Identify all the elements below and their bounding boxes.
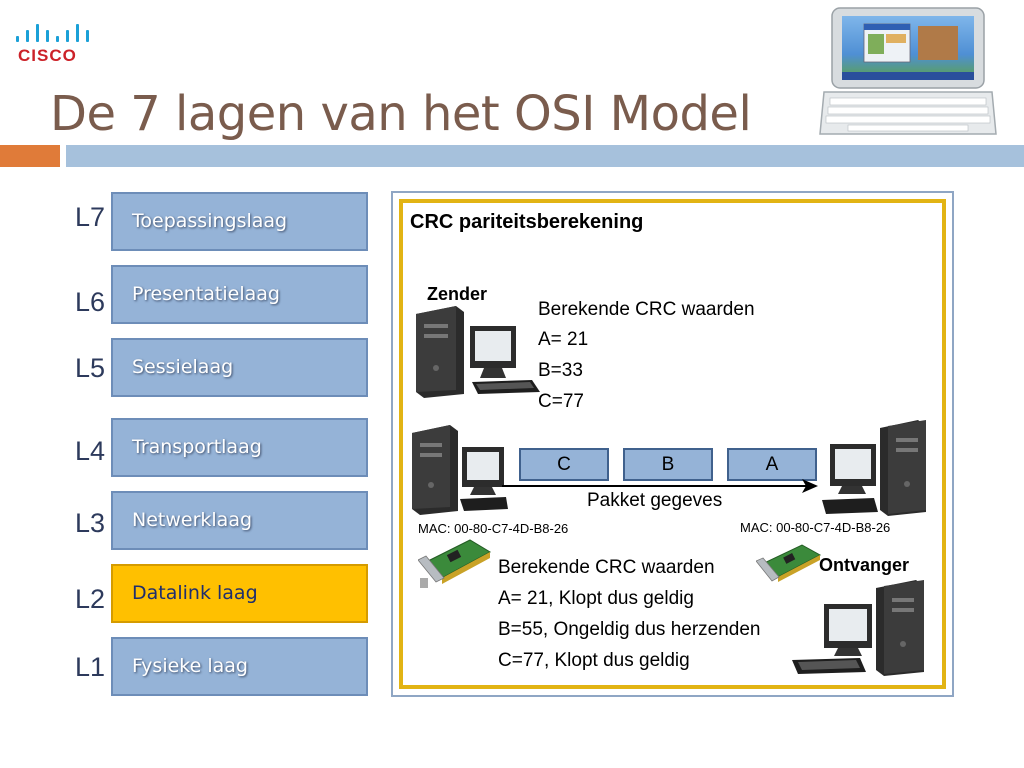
layer-tag-l3: L3 [74, 508, 106, 538]
layer-l2-box: Datalink laag [111, 564, 368, 623]
layer-tag-l5: L5 [74, 353, 106, 383]
receiver-crc-value: A= 21, Klopt dus geldig [498, 588, 694, 609]
receiver-label: Ontvanger [819, 555, 910, 575]
layer-tag-l4: L4 [74, 436, 106, 466]
layer-label: Presentatielaag [132, 283, 280, 305]
layer-tag-l6: L6 [74, 287, 106, 317]
layer-l5-box: Sessielaag [111, 338, 368, 397]
sender-crc-value: A= 21 [538, 329, 589, 350]
layer-label: Fysieke laag [132, 655, 248, 677]
network-card-icon [418, 539, 492, 588]
accent-bar [0, 145, 60, 167]
sender-crc-value: B=33 [538, 360, 583, 381]
layer-l4-box: Transportlaag [111, 418, 368, 477]
receiver-crc-value: B=55, Ongeldig dus herzenden [498, 619, 761, 640]
layer-l6-box: Presentatielaag [111, 265, 368, 324]
laptop-icon [819, 7, 997, 135]
sender-crc-value: C=77 [538, 391, 584, 412]
layer-l3-box: Netwerklaag [111, 491, 368, 550]
sender-label: Zender [427, 284, 488, 304]
layer-label: Transportlaag [132, 436, 262, 458]
packet-caption: Pakket gegeves [587, 490, 723, 511]
network-card-icon [756, 544, 822, 582]
receiver-crc-value: C=77, Klopt dus geldig [498, 650, 690, 671]
sender-computer-icon [416, 306, 540, 398]
mac-address-left: MAC: 00-80-C7-4D-B8-26 [418, 521, 569, 536]
cisco-logo: CISCO [14, 22, 94, 68]
title-rule [66, 145, 1024, 167]
sender-crc-heading: Berekende CRC waarden [538, 299, 755, 320]
layer-l1-box: Fysieke laag [111, 637, 368, 696]
receiver-crc-heading: Berekende CRC waarden [498, 557, 715, 578]
packet-a: A [727, 448, 817, 481]
packet-c: C [519, 448, 609, 481]
layer-label: Datalink laag [132, 582, 258, 604]
left-computer-icon [412, 425, 508, 515]
layer-label: Toepassingslaag [132, 210, 288, 232]
layer-l7-box: Toepassingslaag [111, 192, 368, 251]
page-title: De 7 lagen van het OSI Model [50, 86, 752, 142]
logo-text: CISCO [18, 46, 77, 65]
mac-address-right: MAC: 00-80-C7-4D-B8-26 [740, 520, 891, 535]
cisco-bridge-icon [14, 22, 94, 42]
transfer-arrow [502, 479, 818, 493]
layer-tag-l7: L7 [74, 202, 106, 232]
layer-label: Sessielaag [132, 356, 234, 378]
packet-b: B [623, 448, 713, 481]
layer-label: Netwerklaag [132, 509, 253, 531]
layer-tag-l2: L2 [74, 584, 106, 614]
receiver-computer-icon [792, 580, 924, 676]
panel-title: CRC pariteitsberekening [410, 211, 644, 233]
layer-tag-l1: L1 [74, 652, 106, 682]
right-computer-icon [822, 420, 926, 516]
